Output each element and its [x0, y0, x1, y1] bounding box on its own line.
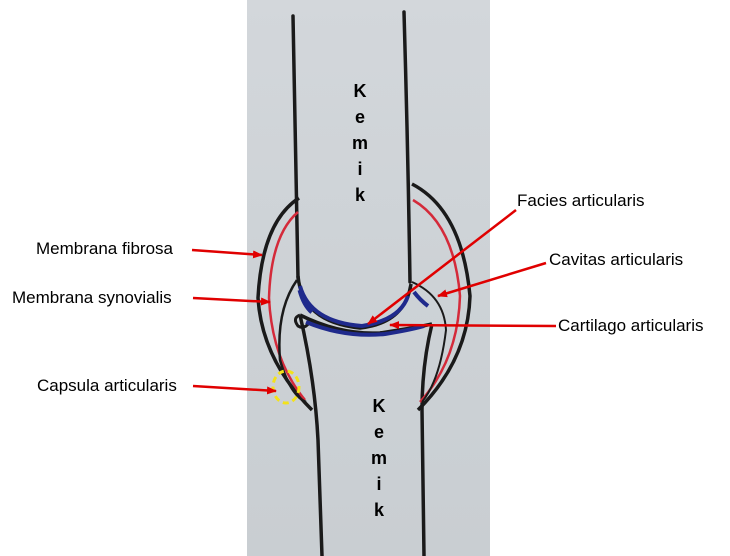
- lower-bone-letter: m: [370, 448, 387, 468]
- synovial-left: [267, 211, 306, 401]
- cartilage-lower: [305, 320, 425, 337]
- paper-background: [247, 0, 490, 556]
- lower-bone-label: K e m i k: [364, 393, 394, 523]
- lower-bone-letter: e: [373, 422, 384, 442]
- upper-bone-letter: i: [357, 159, 363, 179]
- capsule-right-inner: [411, 281, 448, 403]
- label-cartilago-articularis: Cartilago articularis: [558, 316, 704, 335]
- lower-bone-letter: i: [376, 474, 382, 494]
- label-facies-articularis: Facies articularis: [517, 191, 645, 210]
- upper-bone-left-edge: [291, 14, 300, 280]
- label-membrana-fibrosa: Membrana fibrosa: [36, 239, 174, 258]
- lower-bone-letter: k: [373, 500, 384, 520]
- arrow-facies-articularis: [367, 209, 517, 325]
- arrow-cartilago-articularis: [389, 321, 557, 330]
- label-cavitas-articularis: Cavitas articularis: [549, 250, 684, 269]
- arrow-membrana-synovialis: [192, 296, 271, 306]
- capsule-left-inner: [278, 279, 307, 404]
- lower-bone-hook: [293, 313, 312, 329]
- upper-bone-letter: m: [351, 133, 368, 153]
- upper-bone-right-edge: [402, 10, 412, 284]
- lower-bone-left-edge: [298, 314, 324, 556]
- upper-bone-letter: K: [353, 81, 367, 101]
- upper-bone-letter: k: [354, 185, 365, 205]
- label-capsula-articularis: Capsula articularis: [37, 376, 177, 395]
- arrow-membrana-fibrosa: [191, 248, 263, 259]
- upper-bone-label: K e m i k: [345, 78, 375, 208]
- cartilage-left-fill: [297, 289, 314, 314]
- lower-bone-letter: K: [372, 396, 386, 416]
- lower-bone-right-edge: [420, 323, 434, 556]
- upper-bone-letter: e: [354, 107, 365, 127]
- cartilage-right-fill: [412, 290, 430, 308]
- capsule-right-outer: [411, 182, 472, 412]
- synovial-right: [412, 198, 462, 403]
- arrow-capsula-articularis: [192, 384, 277, 395]
- cartilage-upper: [298, 285, 410, 329]
- label-membrana-synovialis: Membrana synovialis: [12, 288, 172, 307]
- arrow-cavitas-articularis: [437, 261, 547, 298]
